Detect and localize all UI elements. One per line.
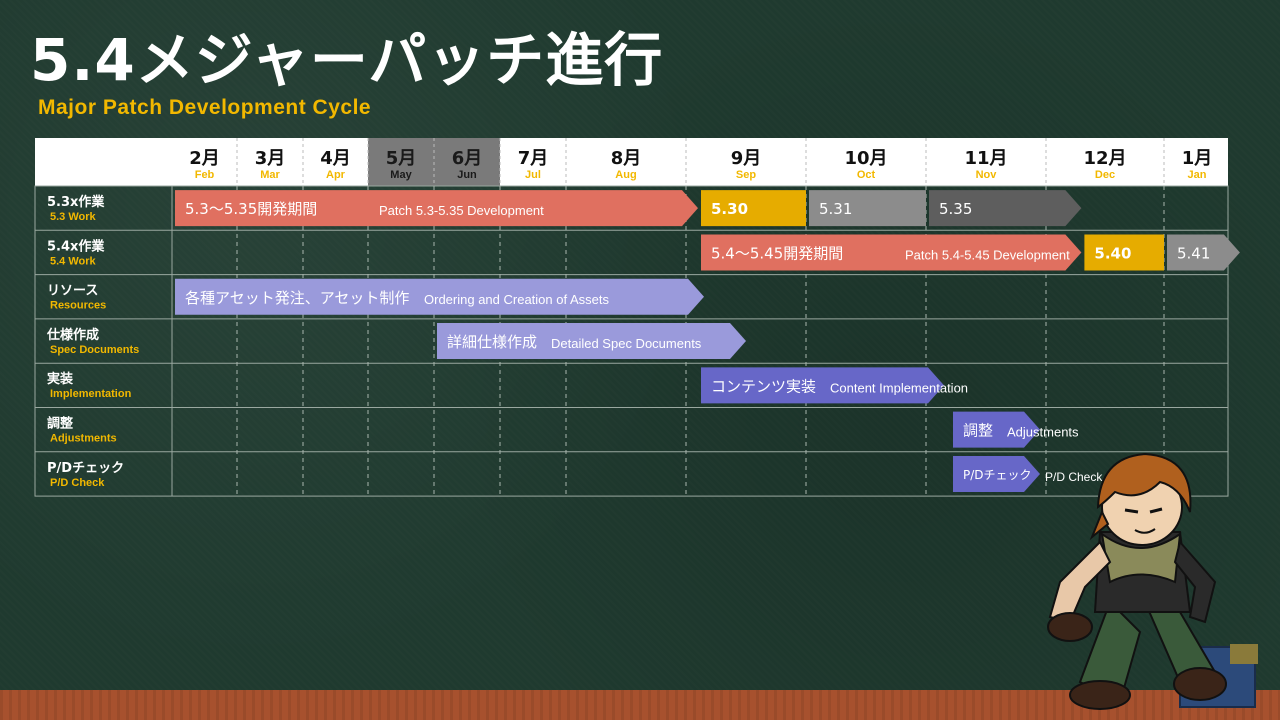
month-label-en: Dec <box>1095 169 1115 181</box>
row-label-en: Adjustments <box>50 433 117 445</box>
grid-frame <box>34 185 1229 497</box>
timeline-bar <box>953 411 1040 448</box>
month-label-en: Jan <box>1188 169 1207 181</box>
bar-label-en: Adjustments <box>1007 425 1079 440</box>
row-label-en: 5.3 Work <box>50 211 97 223</box>
bar-label-jp: 調整 <box>963 422 993 440</box>
month-label-en: Feb <box>195 169 215 181</box>
month-label-jp: 9月 <box>731 148 762 169</box>
month-label-en: Sep <box>736 169 756 181</box>
header-band <box>35 138 1228 186</box>
month-label-en: Oct <box>857 169 876 181</box>
month-label-en: Mar <box>260 169 280 181</box>
bar-label-jp: コンテンツ実装 <box>711 377 816 395</box>
month-label-jp: 12月 <box>1083 148 1126 169</box>
page-title: 5.4メジャーパッチ進行 <box>30 26 664 94</box>
page-subtitle: Major Patch Development Cycle <box>38 96 372 119</box>
timeline-bar <box>953 455 1040 492</box>
bar-label-jp: 5.4～5.45開発期間 <box>711 244 843 262</box>
bar-label-jp: 5.41 <box>1177 244 1210 262</box>
month-label-en: Jun <box>457 169 477 181</box>
month-label-jp: 11月 <box>964 148 1007 169</box>
timeline-bar <box>1084 234 1164 271</box>
month-label-en: Apr <box>326 169 346 181</box>
row-label-en: Spec Documents <box>50 344 139 356</box>
bar-label-en: Ordering and Creation of Assets <box>424 292 609 307</box>
floor-strip <box>0 690 1280 720</box>
row-label-jp: 5.3x作業 <box>47 194 105 210</box>
row-label-jp: 実装 <box>47 371 73 387</box>
timeline-bar <box>701 190 806 227</box>
bar-label-jp: P/Dチェック <box>963 468 1032 482</box>
month-label-jp: 10月 <box>844 148 887 169</box>
timeline-bar <box>175 278 704 315</box>
row-label-jp: 調整 <box>47 416 74 432</box>
month-label-jp: 8月 <box>611 148 642 169</box>
timeline-bar <box>175 190 698 227</box>
month-label-en: Aug <box>615 169 636 181</box>
bar-label-jp: 5.40 <box>1094 244 1131 262</box>
bar-label-en: Content Implementation <box>830 380 968 395</box>
bar-label-jp: 5.35 <box>939 200 972 218</box>
bar-label-en: Patch 5.4-5.45 Development <box>905 247 1070 262</box>
bar-label-jp: 詳細仕様作成 <box>447 333 537 351</box>
row-label-jp: 5.4x作業 <box>47 238 105 254</box>
row-label-en: 5.4 Work <box>50 255 97 267</box>
timeline-bar <box>701 234 1082 271</box>
month-highlight <box>368 138 434 186</box>
month-highlight <box>434 138 500 186</box>
month-label-en: May <box>390 169 412 181</box>
row-label-jp: P/Dチェック <box>47 461 124 476</box>
row-label-en: P/D Check <box>50 477 105 489</box>
row-label-jp: リソース <box>47 284 98 299</box>
month-label-jp: 1月 <box>1182 148 1213 169</box>
bar-label-jp: 5.31 <box>819 200 852 218</box>
row-label-en: Resources <box>50 300 106 312</box>
timeline-bar <box>437 323 746 360</box>
timeline-bar <box>929 190 1082 227</box>
month-label-jp: 6月 <box>452 148 483 169</box>
month-label-jp: 5月 <box>386 148 417 169</box>
month-label-jp: 2月 <box>189 148 220 169</box>
month-label-jp: 3月 <box>255 148 286 169</box>
timeline-bar <box>809 190 926 227</box>
timeline-bar <box>701 367 944 404</box>
bar-label-en: Detailed Spec Documents <box>551 336 702 351</box>
month-label-jp: 4月 <box>320 148 351 169</box>
row-label-en: Implementation <box>50 388 132 400</box>
bar-label-jp: 5.30 <box>711 200 748 218</box>
month-label-jp: 7月 <box>518 148 549 169</box>
month-label-en: Jul <box>525 169 541 181</box>
character-mascot-icon <box>1047 452 1258 710</box>
month-label-en: Nov <box>976 169 998 181</box>
timeline-bar <box>1167 234 1240 271</box>
bar-label-en: P/D Check <box>1045 470 1103 484</box>
row-label-jp: 仕様作成 <box>46 327 99 343</box>
bar-label-jp: 各種アセット発注、アセット制作 <box>185 289 409 307</box>
bar-label-jp: 5.3～5.35開発期間 <box>185 200 317 218</box>
bar-label-en: Patch 5.3-5.35 Development <box>379 203 544 218</box>
